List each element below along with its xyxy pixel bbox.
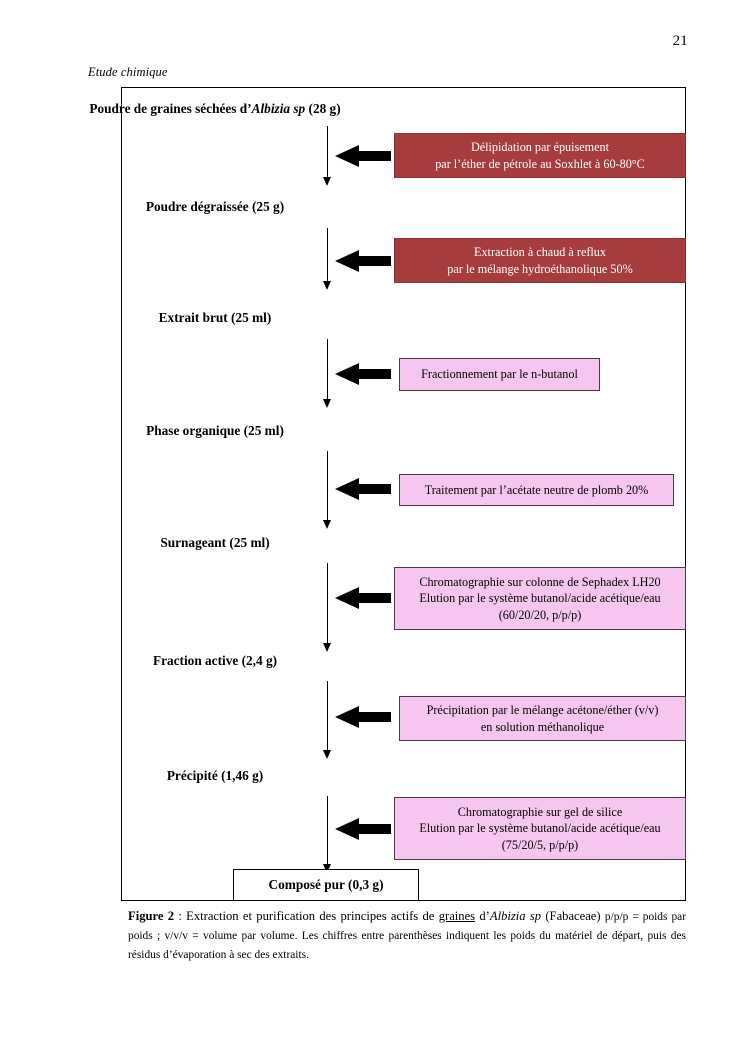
- flow-line-7: [327, 796, 329, 865]
- stage-label-starting-material: Poudre de graines séchées d’Albizia sp (…: [15, 101, 415, 116]
- stage-label-crude-extract: Extrait brut (25 ml): [158, 310, 272, 325]
- treatment-box-hot-reflux-extraction: Extraction à chaud à reflux par le mélan…: [394, 238, 686, 283]
- treatment-line: Traitement par l’acétate neutre de plomb…: [424, 482, 649, 497]
- arrow-head-icon: [335, 478, 359, 500]
- treatment-line: (75/20/5, p/p/p): [501, 837, 579, 852]
- flow-arrowhead-4: [322, 520, 331, 529]
- treatment-line: (60/20/20, p/p/p): [498, 607, 582, 622]
- flow-line-6: [327, 681, 329, 751]
- flow-line-5: [327, 563, 329, 644]
- arrow-shaft: [357, 484, 391, 494]
- running-head: Etude chimique: [88, 65, 168, 79]
- stage-label-precipitate: Précipité (1,46 g): [166, 768, 264, 783]
- stage-label-pure-compound: Composé pur (0,3 g): [268, 877, 384, 892]
- caption-notes: p/p/p = poids par poids ; v/v/v = volume…: [128, 911, 686, 961]
- arrow-shaft: [357, 593, 391, 603]
- stage-amount: (28 g): [305, 101, 341, 116]
- treatment-box-n-butanol-fractionation: Fractionnement par le n-butanol: [399, 358, 600, 391]
- caption-part-2: d’: [475, 909, 490, 923]
- treatment-box-lead-acetate-treatment: Traitement par l’acétate neutre de plomb…: [399, 474, 674, 506]
- arrow-shaft: [357, 824, 391, 834]
- caption-figure-label: Figure 2: [128, 909, 175, 923]
- caption-part-3: (Fabaceae): [541, 909, 605, 923]
- stage-label-defatted-powder: Poudre dégraissée (25 g): [145, 199, 285, 214]
- stage-text: Poudre de graines séchées d’: [89, 101, 252, 116]
- treatment-line: en solution méthanolique: [480, 719, 605, 734]
- flow-line-3: [327, 339, 329, 400]
- arrow-head-icon: [335, 818, 359, 840]
- flow-arrowhead-2: [322, 281, 331, 290]
- arrow-head-icon: [335, 250, 359, 272]
- stage-label-active-fraction: Fraction active (2,4 g): [152, 653, 278, 668]
- treatment-arrow-6: [335, 706, 391, 728]
- treatment-line: Chromatographie sur gel de silice: [457, 805, 623, 820]
- arrow-head-icon: [335, 363, 359, 385]
- treatment-arrow-3: [335, 363, 391, 385]
- stage-box-pure-compound: Composé pur (0,3 g): [233, 869, 419, 901]
- page-number: 21: [672, 33, 688, 49]
- treatment-arrow-2: [335, 250, 391, 272]
- treatment-box-acetone-ether-precipitation: Précipitation par le mélange acétone/éth…: [399, 696, 686, 741]
- flow-arrowhead-3: [322, 399, 331, 408]
- treatment-arrow-1: [335, 145, 391, 167]
- arrow-head-icon: [335, 145, 359, 167]
- treatment-line: Extraction à chaud à reflux: [474, 245, 606, 260]
- flow-arrowhead-7: [322, 864, 331, 873]
- arrow-shaft: [357, 712, 391, 722]
- flow-arrowhead-6: [322, 750, 331, 759]
- treatment-box-delipidation: Délipidation par épuisement par l’éther …: [394, 133, 686, 178]
- treatment-line: Elution par le système butanol/acide acé…: [419, 821, 661, 836]
- flow-arrowhead-5: [322, 643, 331, 652]
- caption-species: Albizia sp: [489, 909, 542, 923]
- arrow-shaft: [357, 151, 391, 161]
- treatment-arrow-4: [335, 478, 391, 500]
- treatment-line: par le mélange hydroéthanolique 50%: [447, 261, 633, 276]
- stage-label-organic-phase: Phase organique (25 ml): [146, 423, 284, 438]
- treatment-line: Chromatographie sur colonne de Sephadex …: [419, 575, 661, 590]
- caption-part-1: : Extraction et purification des princip…: [174, 909, 439, 923]
- arrow-head-icon: [335, 587, 359, 609]
- treatment-line: Fractionnement par le n-butanol: [421, 367, 578, 382]
- figure-caption: Figure 2 : Extraction et purification de…: [128, 907, 686, 964]
- flow-line-1: [327, 126, 329, 178]
- treatment-line: Délipidation par épuisement: [470, 140, 610, 155]
- treatment-line: par l’éther de pétrole au Soxhlet à 60-8…: [435, 156, 645, 171]
- species-name: Albizia sp: [251, 101, 306, 116]
- arrow-shaft: [357, 256, 391, 266]
- treatment-line: Précipitation par le mélange acétone/éth…: [426, 703, 659, 718]
- arrow-shaft: [357, 369, 391, 379]
- treatment-line: Elution par le système butanol/acide acé…: [419, 591, 661, 606]
- flow-line-2: [327, 228, 329, 282]
- arrow-head-icon: [335, 706, 359, 728]
- treatment-arrow-7: [335, 818, 391, 840]
- flow-arrowhead-1: [322, 177, 331, 186]
- treatment-box-sephadex-chromatography: Chromatographie sur colonne de Sephadex …: [394, 567, 686, 630]
- flow-line-4: [327, 451, 329, 521]
- stage-label-supernatant: Surnageant (25 ml): [160, 535, 270, 550]
- treatment-box-silica-gel-chromatography: Chromatographie sur gel de silice Elutio…: [394, 797, 686, 860]
- caption-underlined-word: graines: [438, 909, 476, 923]
- treatment-arrow-5: [335, 587, 391, 609]
